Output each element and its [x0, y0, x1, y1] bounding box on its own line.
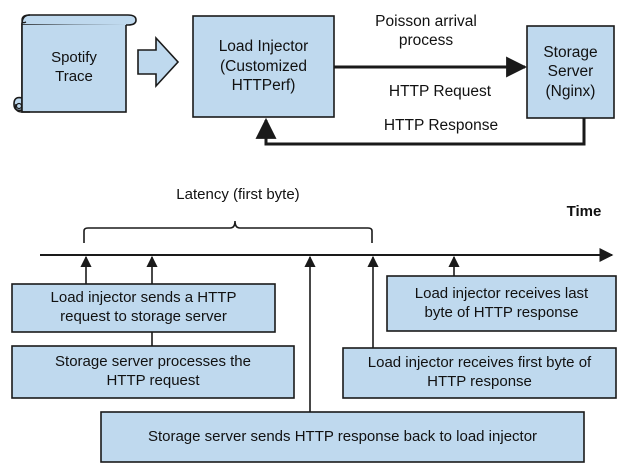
http-response-label: HTTP Response	[383, 117, 499, 134]
http-request-label: HTTP Request	[388, 83, 492, 100]
send-request-box	[11, 283, 276, 333]
send-response-text: Storage server sends HTTP response back …	[147, 427, 538, 445]
send-response-box	[100, 411, 585, 463]
spotify-trace-label: Spotify Trace	[51, 49, 97, 85]
first-byte-text: Load injector receives first byte of HTT…	[367, 354, 592, 390]
process-request-text: Storage server processes the HTTP reques…	[55, 353, 251, 389]
flow-block-arrow	[137, 35, 180, 89]
send-request-text: Load injector sends a HTTP request to st…	[50, 289, 237, 325]
last-byte-text: Load injector receives last byte of HTTP…	[414, 284, 589, 321]
last-byte-box	[386, 275, 617, 332]
latency-label: Latency (first byte)	[176, 186, 300, 203]
storage-server-label: Storage Server (Nginx)	[543, 43, 598, 100]
http-response-arrow	[255, 117, 586, 146]
spotify-trace-scroll	[13, 14, 137, 113]
first-byte-box	[342, 347, 617, 399]
process-request-box	[11, 345, 295, 399]
latency-brace	[83, 220, 373, 243]
time-label: Time	[566, 203, 602, 220]
poisson-arrival-label: Poisson arrival process	[375, 13, 477, 50]
load-injector-label: Load Injector (Customized HTTPerf)	[218, 38, 309, 95]
